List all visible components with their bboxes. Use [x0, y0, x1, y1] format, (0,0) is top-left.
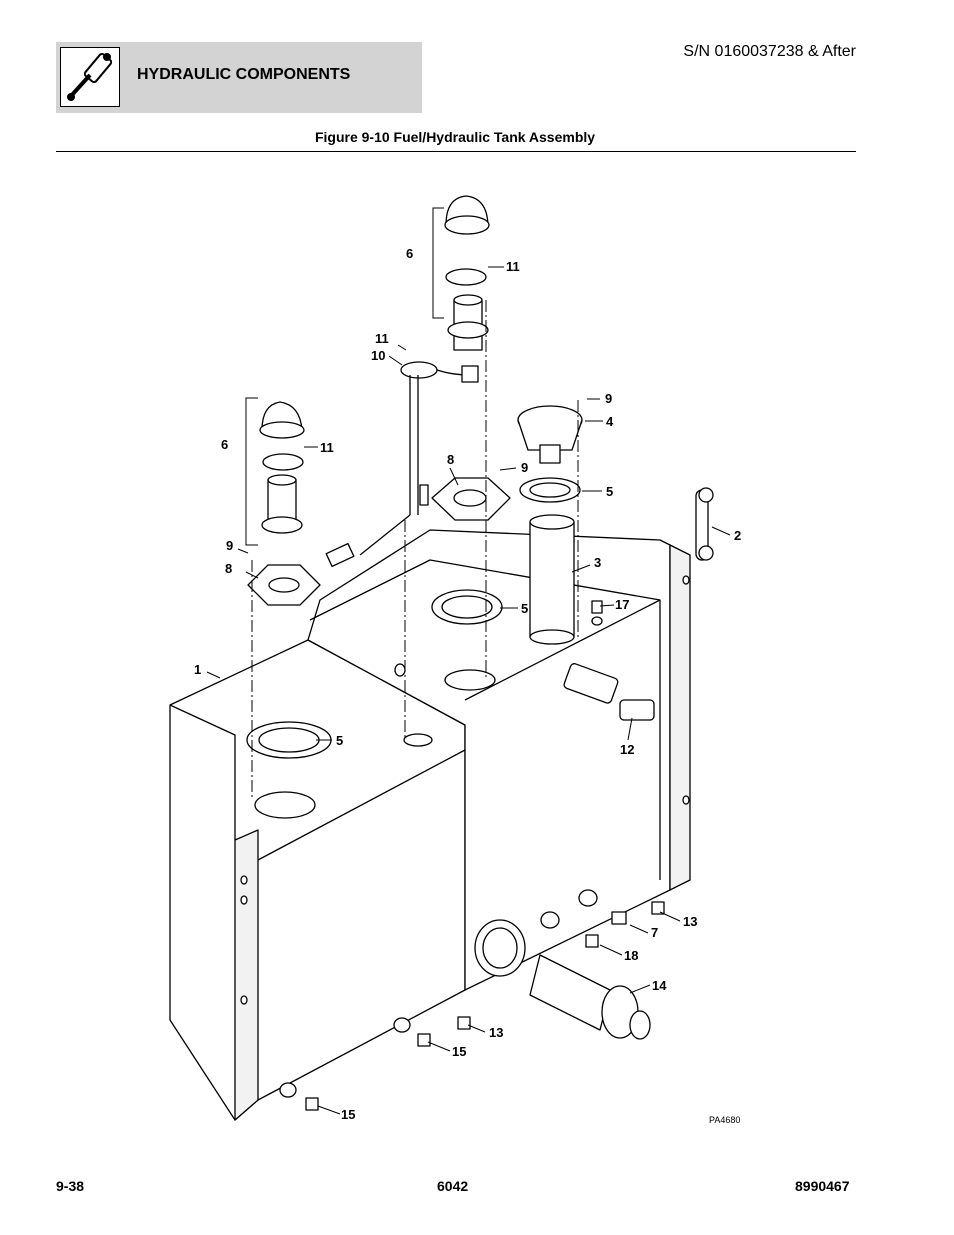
- callout-5-middle: 5: [521, 601, 528, 616]
- figure-title: Figure 9-10 Fuel/Hydraulic Tank Assembly: [314, 129, 596, 145]
- callout-11-right: 11: [506, 259, 520, 274]
- section-title: HYDRAULIC COMPONENTS: [137, 66, 351, 83]
- callout-6-left: 6: [221, 437, 228, 452]
- callout-9-right: 9: [605, 391, 612, 406]
- hydraulic-cylinder-icon: [60, 47, 120, 107]
- callout-9-middle: 9: [521, 460, 528, 475]
- callout-15-middle: 15: [452, 1044, 466, 1059]
- callout-4: 4: [606, 414, 614, 429]
- callout-9-left: 9: [226, 538, 233, 553]
- callout-3: 3: [594, 555, 601, 570]
- callout-18: 18: [624, 948, 638, 963]
- callout-13-bottom: 13: [489, 1025, 503, 1040]
- model-number: 6042: [437, 1178, 469, 1194]
- serial-number: S/N 0160037238 & After: [683, 43, 856, 60]
- callout-13-right: 13: [683, 914, 697, 929]
- callout-11-sender: 11: [375, 331, 389, 346]
- callout-15-bottom: 15: [341, 1107, 355, 1122]
- drawing-id: PA4680: [709, 1115, 740, 1125]
- callout-8-middle: 8: [447, 452, 454, 467]
- callout-5-left: 5: [336, 733, 343, 748]
- callout-6-right: 6: [406, 246, 413, 261]
- callout-11-left: 11: [320, 440, 334, 455]
- callout-1: 1: [194, 662, 201, 677]
- callout-2: 2: [734, 528, 741, 543]
- manual-number: 8990467: [795, 1178, 850, 1194]
- callout-7: 7: [651, 925, 658, 940]
- callout-12: 12: [620, 742, 634, 757]
- header-rule: [56, 151, 856, 152]
- callout-8-left: 8: [225, 561, 232, 576]
- callout-10: 10: [371, 348, 385, 363]
- callout-17: 17: [615, 597, 629, 612]
- section-header: HYDRAULIC COMPONENTS: [56, 42, 422, 113]
- callout-5-right: 5: [606, 484, 613, 499]
- callout-14: 14: [652, 978, 667, 993]
- page-number: 9-38: [56, 1178, 85, 1194]
